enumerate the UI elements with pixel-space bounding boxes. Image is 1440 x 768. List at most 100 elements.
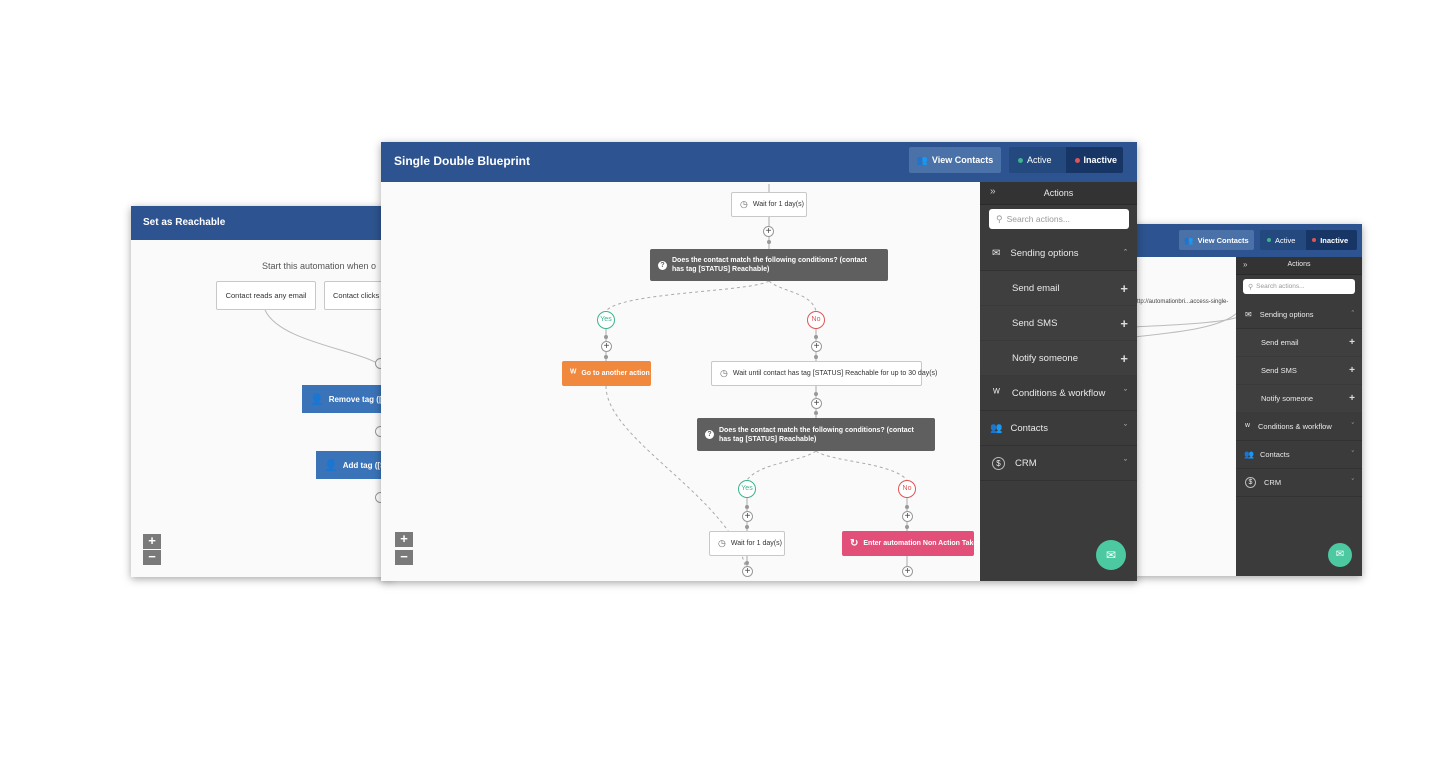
add-step-button[interactable]: + — [811, 341, 822, 352]
branch-icon: ᵂ — [993, 387, 1000, 399]
right-section-sending[interactable]: ✉ Sending options ˆ — [1236, 301, 1362, 329]
section-conditions-workflow[interactable]: ᵂ Conditions & workflow ˇ — [980, 376, 1137, 411]
add-step-button[interactable]: + — [601, 341, 612, 352]
branch-yes-2: Yes — [738, 480, 756, 498]
add-icon[interactable]: + — [1120, 280, 1128, 296]
add-step-button[interactable]: + — [902, 511, 913, 522]
right-section-contacts[interactable]: 👥 Contacts ˇ — [1236, 441, 1362, 469]
right-section-crm-label: CRM — [1264, 478, 1282, 487]
section-contacts-label: Contacts — [1010, 422, 1048, 434]
action-remove-tag[interactable]: 👤 Remove tag ([ST — [302, 385, 393, 413]
right-search-input[interactable]: ⚲ Search actions... — [1243, 279, 1355, 294]
right-item-notify[interactable]: Notify someone + — [1236, 385, 1362, 413]
add-icon[interactable]: + — [1120, 315, 1128, 331]
node-go-to-action[interactable]: ᵂ Go to another action — [562, 361, 651, 386]
zoom-in-button[interactable]: + — [395, 532, 413, 547]
search-actions-input[interactable]: ⚲ Search actions... — [989, 209, 1129, 229]
refresh-icon: ↻ — [850, 538, 859, 549]
right-status-inactive[interactable]: Inactive — [1306, 230, 1357, 250]
add-icon[interactable]: + — [1349, 393, 1355, 404]
right-status-inactive-label: Inactive — [1320, 235, 1349, 245]
dollar-icon: $ — [992, 456, 1005, 470]
zoom-out-button[interactable]: − — [395, 550, 413, 565]
main-window-title: Single Double Blueprint — [394, 154, 531, 168]
branch-icon: ᵂ — [570, 368, 577, 379]
add-step-button[interactable]: + — [763, 226, 774, 237]
add-step-button[interactable]: + — [742, 511, 753, 522]
chevron-down-icon: ˇ — [1124, 458, 1127, 468]
node-wait-1-day-2[interactable]: ◷ Wait for 1 day(s) — [709, 531, 785, 556]
item-send-email-label: Send email — [1012, 282, 1060, 294]
main-window-header: Single Double Blueprint 👥 View Contacts … — [381, 142, 1137, 182]
add-step-button[interactable]: + — [742, 566, 753, 577]
item-send-sms-label: Send SMS — [1012, 317, 1058, 329]
envelope-icon: ✉ — [992, 247, 1001, 259]
status-inactive[interactable]: Inactive — [1065, 147, 1123, 173]
node-wait-until-label: Wait until contact has tag [STATUS] Reac… — [732, 370, 938, 377]
branch-yes-1: Yes — [597, 311, 615, 329]
add-step-button[interactable]: + — [902, 566, 913, 577]
right-actions-panel: » Actions ⚲ Search actions... ✉ Sending … — [1236, 257, 1362, 576]
status-toggle[interactable]: Active Inactive — [1009, 147, 1123, 173]
node-wait-until[interactable]: ◷ Wait until contact has tag [STATUS] Re… — [711, 361, 937, 386]
left-window: Set as Reachable Start this automation w… — [131, 206, 393, 577]
right-status-active[interactable]: Active — [1260, 230, 1307, 250]
node-condition-2[interactable]: ? Does the contact match the following c… — [697, 418, 935, 451]
left-zoom-out-button[interactable]: − — [143, 550, 161, 565]
add-icon[interactable]: + — [1349, 365, 1355, 376]
node-condition-2-label: Does the contact match the following con… — [719, 426, 914, 443]
right-search-placeholder: Search actions... — [1256, 283, 1305, 290]
clock-icon: ◷ — [720, 368, 728, 378]
node-wait-1-day[interactable]: ◷ Wait for 1 day(s) — [731, 192, 807, 217]
item-send-email[interactable]: Send email + — [980, 271, 1137, 306]
right-section-contacts-label: Contacts — [1259, 450, 1290, 459]
add-step-button[interactable]: + — [811, 398, 822, 409]
right-panel-header: » Actions — [1236, 257, 1362, 275]
add-icon[interactable]: + — [1349, 337, 1355, 348]
right-item-send-sms[interactable]: Send SMS + — [1236, 357, 1362, 385]
right-url-snippet: ttp://automationbri...access-single- — [1137, 299, 1229, 305]
item-notify-someone[interactable]: Notify someone + — [980, 341, 1137, 376]
user-icon: 👤 — [310, 393, 324, 406]
section-sending-options[interactable]: ✉ Sending options ˆ — [980, 236, 1137, 271]
main-window: Single Double Blueprint 👥 View Contacts … — [381, 142, 1137, 581]
section-crm[interactable]: $ CRM ˇ — [980, 446, 1137, 481]
right-status-toggle[interactable]: Active Inactive — [1260, 230, 1357, 250]
right-window-header: 👥 View Contacts Active Inactive — [1133, 224, 1362, 257]
right-view-contacts-button[interactable]: 👥 View Contacts — [1179, 230, 1254, 250]
status-active[interactable]: Active — [1009, 147, 1066, 173]
view-contacts-button[interactable]: 👥 View Contacts — [909, 147, 1001, 173]
branch-icon: ᵂ — [1245, 422, 1250, 431]
inactive-dot — [1074, 157, 1080, 163]
chat-icon: ✉ — [1335, 549, 1345, 560]
right-window: 👥 View Contacts Active Inactive ttp://au… — [1133, 224, 1362, 576]
section-contacts[interactable]: 👥 Contacts ˇ — [980, 411, 1137, 446]
actions-panel-title: Actions — [1043, 188, 1074, 198]
question-icon: ? — [705, 430, 714, 439]
view-contacts-label: View Contacts — [931, 155, 994, 165]
right-panel-collapse-icon[interactable]: » — [1243, 260, 1248, 269]
search-actions-placeholder: Search actions... — [1006, 214, 1070, 224]
add-icon[interactable]: + — [1120, 350, 1128, 366]
right-section-conditions[interactable]: ᵂ Conditions & workflow ˇ — [1236, 413, 1362, 441]
node-enter-automation-label: Enter automation Non Action Takers — [863, 540, 984, 547]
right-connector-lines — [1133, 311, 1239, 338]
node-condition-1-label: Does the contact match the following con… — [672, 257, 867, 273]
node-condition-1[interactable]: ? Does the contact match the following c… — [650, 249, 888, 281]
action-add-tag[interactable]: 👤 Add tag ([ST — [316, 451, 393, 479]
node-go-to-action-label: Go to another action — [581, 370, 650, 377]
right-chat-button[interactable]: ✉ — [1328, 543, 1352, 567]
right-panel-title: Actions — [1287, 261, 1311, 268]
trigger-reads-email[interactable]: Contact reads any email — [216, 281, 316, 310]
panel-collapse-icon[interactable]: » — [990, 186, 996, 197]
item-send-sms[interactable]: Send SMS + — [980, 306, 1137, 341]
right-item-send-sms-label: Send SMS — [1261, 366, 1297, 375]
chat-button[interactable]: ✉ — [1096, 540, 1126, 570]
left-window-title: Set as Reachable — [143, 217, 226, 228]
right-section-crm[interactable]: $ CRM ˇ — [1236, 469, 1362, 497]
left-zoom-in-button[interactable]: + — [143, 534, 161, 549]
actions-panel-header: » Actions — [980, 182, 1137, 205]
right-view-contacts-label: View Contacts — [1197, 235, 1249, 245]
right-item-send-email[interactable]: Send email + — [1236, 329, 1362, 357]
node-enter-automation[interactable]: ↻ Enter automation Non Action Takers — [842, 531, 984, 556]
